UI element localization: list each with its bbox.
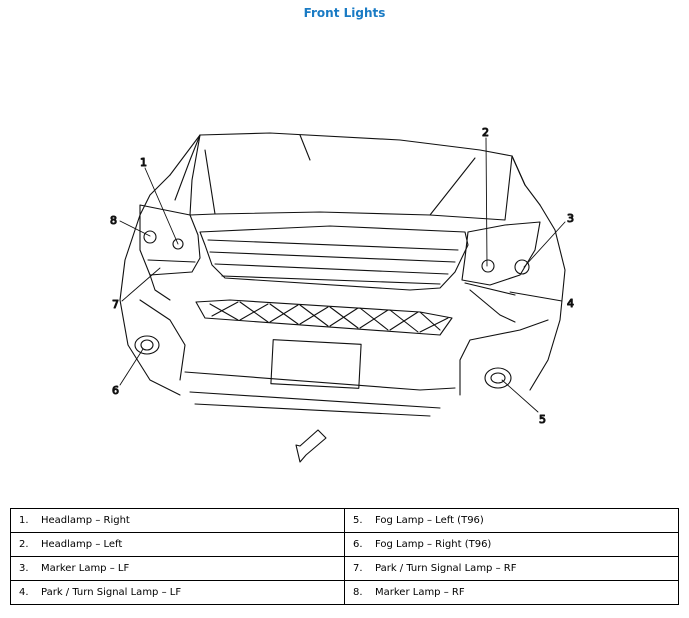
license-plate <box>270 339 362 389</box>
legend-label: Fog Lamp – Right (T96) <box>375 539 492 550</box>
callout-1: 1 <box>140 156 147 169</box>
legend-label: Marker Lamp – RF <box>375 587 465 598</box>
legend-number: 3. <box>19 563 29 574</box>
headlamp-left-assembly <box>461 221 541 323</box>
legend-cell: 7. Park / Turn Signal Lamp – RF <box>344 556 679 581</box>
callout-8: 8 <box>110 214 117 227</box>
leader-lines <box>119 137 566 413</box>
legend-cell: 5. Fog Lamp – Left (T96) <box>344 508 679 533</box>
callout-3: 3 <box>567 212 574 225</box>
callout-5: 5 <box>539 413 546 426</box>
grille <box>199 225 469 291</box>
page-title: Front Lights <box>303 6 386 20</box>
parts-legend-table: 1. Headlamp – Right 5. Fog Lamp – Left (T96… <box>10 508 679 605</box>
legend-label: Park / Turn Signal Lamp – RF <box>375 563 517 574</box>
legend-cell: 6. Fog Lamp – Right (T96) <box>344 532 679 557</box>
legend-cell: 1. Headlamp – Right <box>10 508 345 533</box>
legend-number: 5. <box>353 515 363 526</box>
fog-lamp-right <box>134 335 160 355</box>
legend-cell: 2. Headlamp – Left <box>10 532 345 557</box>
vehicle-front-diagram: 1 2 3 4 5 6 7 8 <box>109 125 575 463</box>
callout-2: 2 <box>482 126 489 139</box>
legend-cell: 4. Park / Turn Signal Lamp – LF <box>10 580 345 605</box>
legend-row: 4. Park / Turn Signal Lamp – LF 8. Marker L… <box>10 580 679 605</box>
front-bumper <box>139 299 549 417</box>
lower-intake <box>195 299 453 336</box>
legend-cell: 3. Marker Lamp – LF <box>10 556 345 581</box>
legend-number: 4. <box>19 587 29 598</box>
legend-cell: 8. Marker Lamp – RF <box>344 580 679 605</box>
legend-label: Marker Lamp – LF <box>41 563 130 574</box>
legend-number: 1. <box>19 515 29 526</box>
body-outline <box>119 134 566 396</box>
legend-label: Park / Turn Signal Lamp – LF <box>41 587 182 598</box>
headlamp-right-assembly <box>139 204 201 301</box>
callout-6: 6 <box>112 384 119 397</box>
hood <box>174 132 541 221</box>
callout-7: 7 <box>112 298 119 311</box>
front-direction-arrow <box>295 429 327 463</box>
legend-label: Headlamp – Right <box>41 515 130 526</box>
legend-row: 1. Headlamp – Right 5. Fog Lamp – Left (T96… <box>10 508 679 533</box>
legend-row: 2. Headlamp – Left 6. Fog Lamp – Right (T96… <box>10 532 679 557</box>
callout-4: 4 <box>567 297 574 310</box>
legend-number: 8. <box>353 587 363 598</box>
legend-number: 2. <box>19 539 29 550</box>
legend-row: 3. Marker Lamp – LF 7. Park / Turn Signal L… <box>10 556 679 581</box>
fog-lamp-left <box>484 367 512 389</box>
legend-label: Headlamp – Left <box>41 539 123 550</box>
legend-label: Fog Lamp – Left (T96) <box>375 515 484 526</box>
legend-number: 7. <box>353 563 363 574</box>
legend-number: 6. <box>353 539 363 550</box>
